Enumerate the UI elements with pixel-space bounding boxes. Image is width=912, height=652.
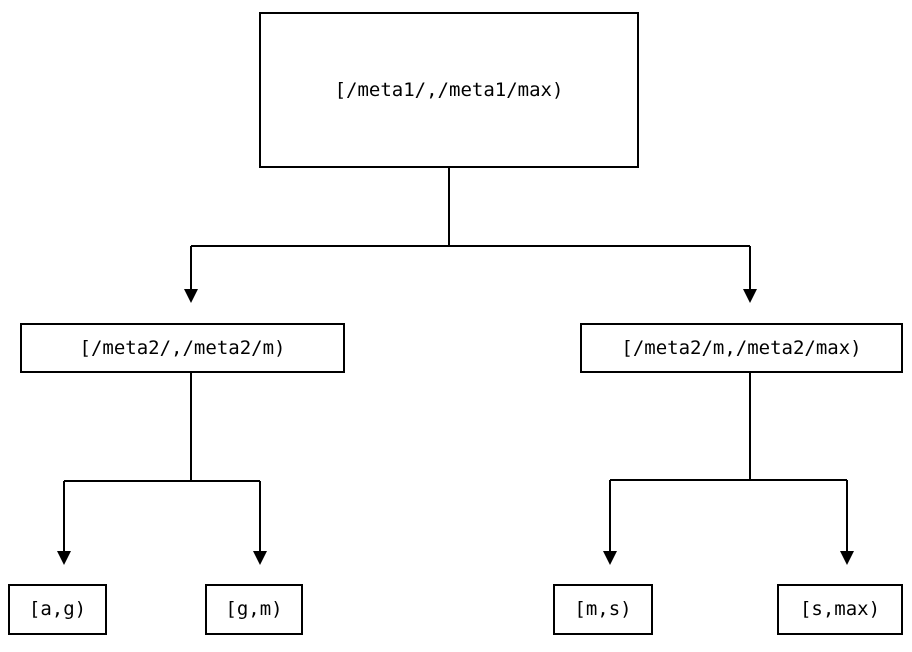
tree-node-root[interactable]: [/meta1/,/meta1/max) — [259, 12, 639, 168]
arrowhead-to-leaf-1 — [57, 551, 71, 565]
edge-l2-left-to-leaves — [57, 373, 267, 565]
tree-node-leaf-2-label: [g,m) — [225, 598, 283, 620]
tree-node-leaf-1-label: [a,g) — [28, 598, 87, 620]
tree-node-l2-left-label: [/meta2/,/meta2/m) — [79, 336, 286, 359]
tree-node-leaf-1[interactable]: [a,g) — [8, 584, 107, 635]
edge-root-to-level2 — [184, 168, 757, 303]
tree-node-leaf-2[interactable]: [g,m) — [205, 584, 303, 635]
tree-node-leaf-3-label: [m,s) — [574, 598, 632, 620]
tree-node-leaf-4-label: [s,max) — [799, 598, 881, 620]
arrowhead-to-leaf-3 — [603, 551, 617, 565]
arrowhead-to-leaf-2 — [253, 551, 267, 565]
tree-node-leaf-3[interactable]: [m,s) — [553, 584, 653, 635]
arrowhead-to-leaf-4 — [840, 551, 854, 565]
arrowhead-to-l2-left — [184, 289, 198, 303]
tree-node-l2-right[interactable]: [/meta2/m,/meta2/max) — [580, 323, 903, 373]
tree-node-root-label: [/meta1/,/meta1/max) — [334, 78, 564, 101]
edge-l2-right-to-leaves — [603, 373, 854, 565]
tree-node-leaf-4[interactable]: [s,max) — [777, 584, 903, 635]
tree-node-l2-left[interactable]: [/meta2/,/meta2/m) — [20, 323, 345, 373]
arrowhead-to-l2-right — [743, 289, 757, 303]
tree-node-l2-right-label: [/meta2/m,/meta2/max) — [621, 336, 862, 359]
